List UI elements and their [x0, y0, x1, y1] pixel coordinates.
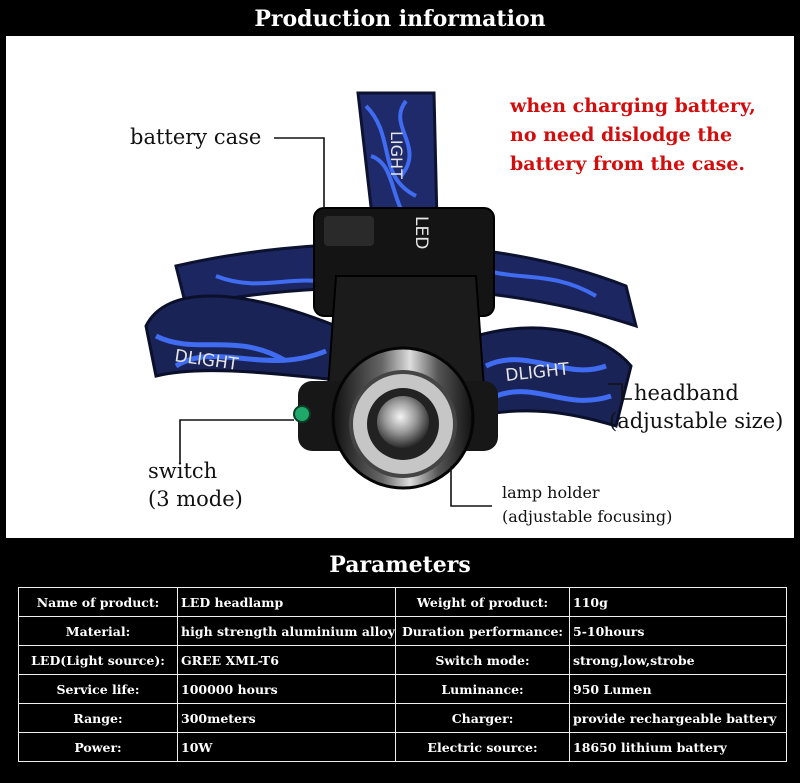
page-title: Production information	[254, 6, 546, 32]
parameters-title: Parameters	[329, 552, 471, 578]
param-key: Service life:	[18, 674, 178, 704]
band-text-top: LIGHT	[387, 131, 406, 179]
param-value: 10W	[177, 732, 396, 762]
lamp-focusing-label: (adjustable focusing)	[502, 507, 673, 526]
param-key: LED(Light source):	[18, 645, 178, 675]
headband-label: headband	[634, 381, 739, 405]
headlamp-illustration: LIGHT LED DLIGHT DLIGHT	[144, 91, 639, 507]
param-key: Material:	[18, 616, 178, 646]
param-value: strong,low,strobe	[569, 645, 787, 675]
param-key: Duration performance:	[395, 616, 570, 646]
switch-leader	[179, 419, 294, 464]
param-value: 18650 lithium battery	[569, 732, 787, 762]
switch-mode-label: (3 mode)	[148, 487, 243, 511]
param-value: 300meters	[177, 703, 396, 733]
lamp-holder-leader	[450, 466, 492, 507]
charging-note-line-2: no need dislodge the	[510, 124, 733, 146]
param-key: Weight of product:	[395, 587, 570, 617]
param-value: 110g	[569, 587, 787, 617]
battery-case-label: battery case	[130, 125, 262, 149]
battery-case-leader	[274, 137, 325, 208]
param-value: high strength aluminium alloy	[177, 616, 396, 646]
headband-leader	[608, 383, 632, 400]
product-photo: LIGHT LED DLIGHT DLIGHT battery case hea…	[6, 36, 794, 538]
charging-note-line-3: battery from the case.	[510, 153, 746, 175]
param-key: Power:	[18, 732, 178, 762]
param-key: Electric source:	[395, 732, 570, 762]
param-value: 5-10hours	[569, 616, 787, 646]
lamp-lens	[377, 396, 429, 448]
switch-button	[293, 405, 311, 423]
charging-note-line-1: when charging battery,	[510, 95, 756, 117]
param-key: Name of product:	[18, 587, 178, 617]
param-value: GREE XML-T6	[177, 645, 396, 675]
param-value: 100000 hours	[177, 674, 396, 704]
param-key: Switch mode:	[395, 645, 570, 675]
lamp-holder-label: lamp holder	[502, 483, 600, 502]
param-value: 950 Lumen	[569, 674, 787, 704]
headband-size-label: (adjustable size)	[609, 409, 784, 433]
param-value: provide rechargeable battery	[569, 703, 787, 733]
switch-label: switch	[148, 459, 218, 483]
charging-note: when charging battery, no need dislodge …	[510, 92, 756, 179]
param-key: Luminance:	[395, 674, 570, 704]
band-text-led: LED	[411, 216, 431, 249]
param-key: Charger:	[395, 703, 570, 733]
param-key: Range:	[18, 703, 178, 733]
param-value: LED headlamp	[177, 587, 396, 617]
